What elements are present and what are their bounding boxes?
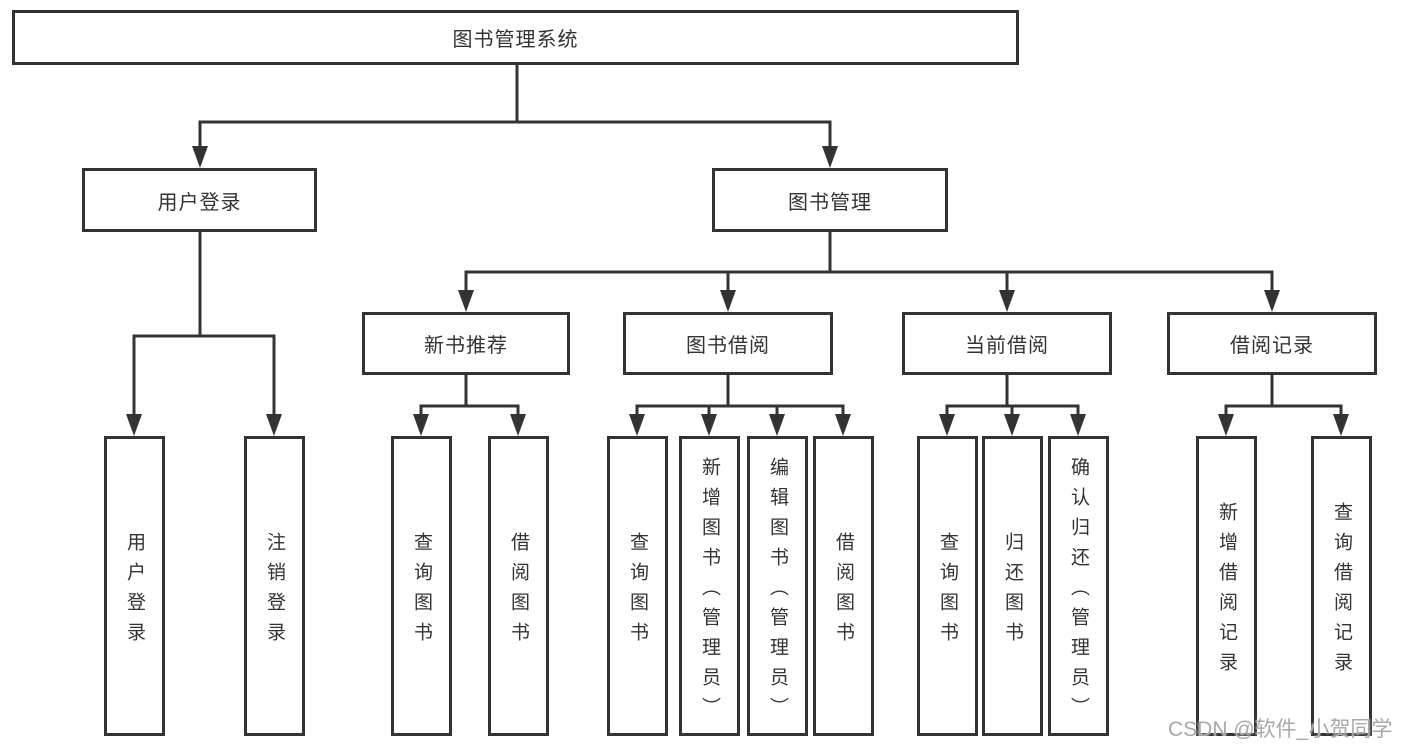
node-label: 借阅图书: [833, 531, 854, 652]
node-label: 借阅图书: [508, 531, 529, 652]
leaf-query-books-borrow: 查询图书: [607, 436, 668, 736]
node-label: 确认归还（管理员）: [1068, 456, 1089, 727]
node-book-management: 图书管理: [712, 168, 948, 232]
leaf-confirm-return-admin: 确认归还（管理员）: [1048, 436, 1109, 736]
node-new-book-recommendation: 新书推荐: [362, 312, 570, 375]
node-label: 新增图书（管理员）: [699, 456, 720, 727]
node-label: 用户登录: [124, 531, 145, 652]
leaf-borrow-books: 借阅图书: [813, 436, 874, 736]
node-label: 注销登录: [264, 531, 285, 652]
node-user-login: 用户登录: [82, 168, 317, 232]
node-book-borrowing: 图书借阅: [623, 312, 833, 375]
node-label: 查询借阅记录: [1331, 501, 1352, 682]
node-label: 查询图书: [937, 531, 958, 652]
node-label: 新增借阅记录: [1216, 501, 1237, 682]
node-label: 图书管理: [788, 191, 872, 214]
node-label: 图书借阅: [686, 335, 770, 357]
leaf-user-login: 用户登录: [104, 436, 165, 736]
node-label: 归还图书: [1002, 531, 1023, 652]
leaf-query-borrow-record: 查询借阅记录: [1311, 436, 1372, 736]
node-label: 编辑图书（管理员）: [767, 456, 788, 727]
arrowheads: [126, 146, 1349, 436]
node-library-management-system: 图书管理系统: [12, 10, 1019, 65]
leaf-query-books-recommend: 查询图书: [391, 436, 452, 736]
node-label: 查询图书: [411, 531, 432, 652]
node-current-borrowing: 当前借阅: [902, 312, 1112, 375]
leaf-edit-book-admin: 编辑图书（管理员）: [747, 436, 808, 736]
leaf-return-book: 归还图书: [982, 436, 1043, 736]
node-label: 借阅记录: [1230, 335, 1314, 357]
node-label: 当前借阅: [965, 335, 1049, 357]
csdn-watermark: CSDN @软件_小贺同学: [1168, 718, 1393, 741]
leaf-logout: 注销登录: [244, 436, 305, 736]
node-label: 查询图书: [627, 531, 648, 652]
node-label: 用户登录: [157, 191, 242, 214]
leaf-query-books-current: 查询图书: [917, 436, 978, 736]
node-label: 图书管理系统: [452, 29, 579, 51]
node-label: 新书推荐: [424, 335, 508, 357]
leaf-add-borrow-record: 新增借阅记录: [1196, 436, 1257, 736]
leaf-add-book-admin: 新增图书（管理员）: [679, 436, 740, 736]
leaf-borrow-books-recommend: 借阅图书: [488, 436, 549, 736]
node-borrowing-records: 借阅记录: [1167, 312, 1377, 375]
